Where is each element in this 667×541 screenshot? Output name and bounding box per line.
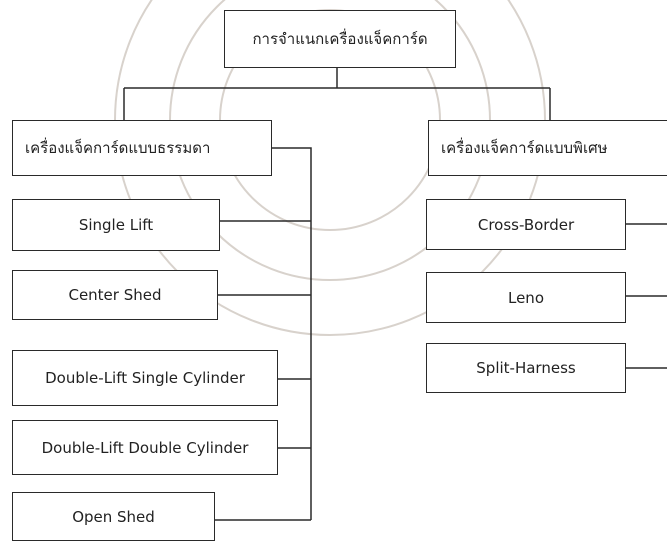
leaf-node: Cross-Border <box>426 199 626 250</box>
leaf-node: Single Lift <box>12 199 220 251</box>
leaf-label: Leno <box>507 288 544 307</box>
leaf-node: Double-Lift Single Cylinder <box>12 350 278 406</box>
leaf-node: Split-Harness <box>426 343 626 393</box>
leaf-node: Center Shed <box>12 270 218 320</box>
branch-node-special: เครื่องแจ็คการ์ดแบบพิเศษ <box>428 120 667 176</box>
branch-node-conventional: เครื่องแจ็คการ์ดแบบธรรมดา <box>12 120 272 176</box>
root-label: การจำแนกเครื่องแจ็คการ์ด <box>252 30 428 48</box>
root-node: การจำแนกเครื่องแจ็คการ์ด <box>224 10 456 68</box>
leaf-label: Split-Harness <box>476 359 576 377</box>
leaf-label: Open Shed <box>72 507 155 526</box>
leaf-node: Leno <box>426 272 626 323</box>
leaf-label: Double-Lift Double Cylinder <box>41 438 249 457</box>
branch-label: เครื่องแจ็คการ์ดแบบพิเศษ <box>441 139 608 157</box>
leaf-label: Single Lift <box>78 216 154 234</box>
leaf-node: Open Shed <box>12 492 215 541</box>
leaf-label: Cross-Border <box>477 215 575 234</box>
branch-label: เครื่องแจ็คการ์ดแบบธรรมดา <box>25 139 211 157</box>
leaf-node: Double-Lift Double Cylinder <box>12 420 278 475</box>
leaf-label: Double-Lift Single Cylinder <box>45 369 245 387</box>
leaf-label: Center Shed <box>68 286 162 304</box>
